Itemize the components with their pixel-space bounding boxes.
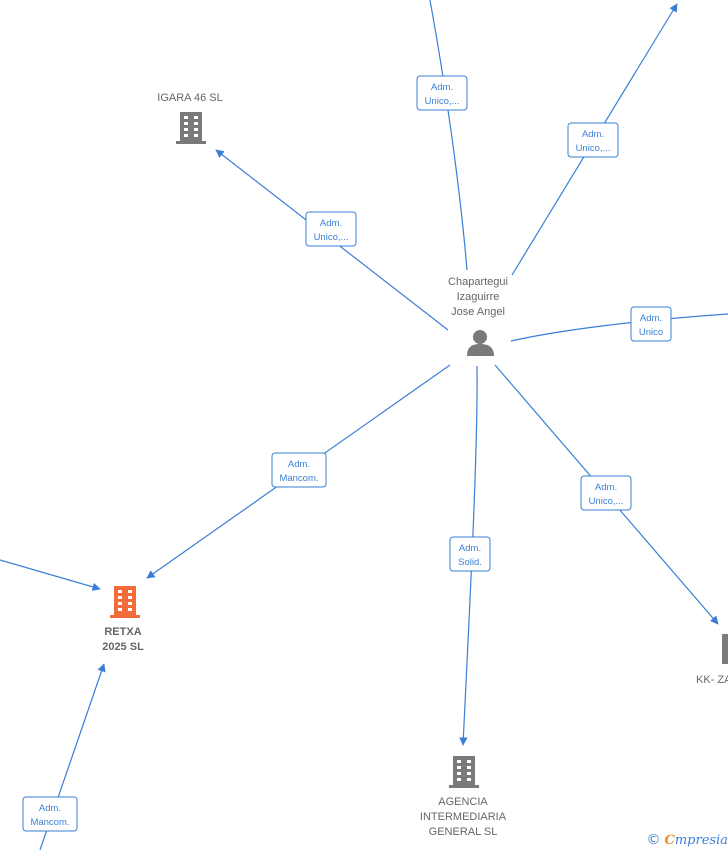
svg-text:Mancom.: Mancom. [30,817,69,828]
edge-top-left-up [429,0,468,271]
svg-text:Unico,...: Unico,... [589,496,624,507]
edge-label-to-kkza[interactable]: Adm. Unico,... [580,475,632,511]
edge-to-agencia [459,365,478,746]
node-label-line: IGARA 46 SL [157,92,222,104]
svg-text:Adm.: Adm. [459,543,481,554]
edge-label-to-igara[interactable]: Adm. Unico,... [305,211,357,247]
person-icon [467,330,494,356]
edge-label-top-right-up[interactable]: Adm. Unico,... [567,122,619,158]
building-icon [449,756,479,788]
node-label-line: GENERAL SL [429,826,498,838]
edge-label-to-retxa[interactable]: Adm. Mancom. [271,452,327,488]
svg-text:Adm.: Adm. [582,129,604,140]
svg-text:Unico: Unico [639,327,663,338]
node-retxa[interactable]: RETXA 2025 SL [102,586,144,653]
svg-text:Unico,...: Unico,... [314,232,349,243]
node-label-line: 2025 SL [102,641,144,653]
edge-label-top-left-up[interactable]: Adm. Unico,... [416,75,468,111]
building-icon [722,634,728,664]
building-icon [176,112,206,144]
svg-text:Adm.: Adm. [640,313,662,324]
node-label-line: INTERMEDIARIA [420,811,507,823]
edge-left-to-retxa [0,559,101,591]
node-label-line: KK- ZA [696,674,728,686]
svg-text:Adm.: Adm. [595,482,617,493]
edge-right-unico [510,313,728,342]
node-kkza[interactable]: KK- ZA [696,634,728,686]
node-agencia[interactable]: AGENCIA INTERMEDIARIA GENERAL SL [420,756,507,838]
svg-text:Unico,...: Unico,... [425,96,460,107]
edge-label-to-agencia[interactable]: Adm. Solid. [449,536,491,572]
svg-text:Unico,...: Unico,... [576,143,611,154]
edge-label-right-unico[interactable]: Adm. Unico [630,306,672,342]
svg-text:Solid.: Solid. [458,557,482,568]
node-label-line: AGENCIA [438,796,488,808]
svg-text:Adm.: Adm. [320,218,342,229]
node-label-line: Jose Angel [451,306,505,318]
building-icon [110,586,140,618]
node-label-line: RETXA [104,626,141,638]
svg-text:Adm.: Adm. [431,82,453,93]
svg-text:Adm.: Adm. [39,803,61,814]
edge-label-bottom-to-retxa[interactable]: Adm. Mancom. [22,796,78,832]
brand-logo: Cmpresia [664,832,728,848]
copyright-icon: © [646,832,661,848]
node-label-line: Izaguirre [457,291,500,303]
edge-labels: Adm. Unico,... Adm. Unico,... Adm. Unico… [22,75,672,832]
node-label-line: Chapartegui [448,276,508,288]
svg-text:Mancom.: Mancom. [279,473,318,484]
node-igara46[interactable]: IGARA 46 SL [157,92,223,144]
node-person-center[interactable]: Chapartegui Izaguirre Jose Angel [448,276,508,356]
watermark: © Cmpresia [647,832,728,848]
svg-text:Adm.: Adm. [288,459,310,470]
